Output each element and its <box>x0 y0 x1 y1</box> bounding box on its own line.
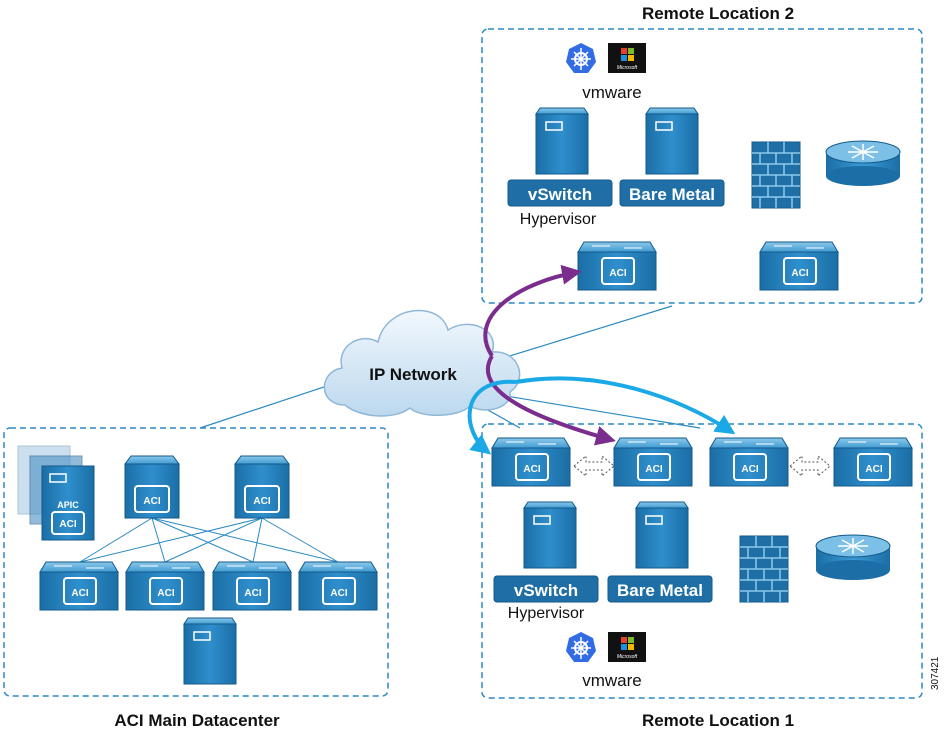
remote-location-1-title: Remote Location 1 <box>642 711 794 730</box>
microsoft-windows-icon: Microsoft <box>608 43 646 73</box>
apic-controller-icon: APIC ACI <box>17 445 95 541</box>
router-icon <box>825 140 901 187</box>
aci-leaf-switch-icon <box>212 561 292 611</box>
aci-spine-switch-icon <box>124 455 180 519</box>
aci-leaf-switch-icon <box>491 437 571 487</box>
server-icon <box>523 501 577 569</box>
vmware-logo: vmware <box>582 671 642 690</box>
cyan-arrow-to-remote-1-b <box>515 376 736 435</box>
aci-leaf-switch-icon <box>613 437 693 487</box>
aci-leaf-switch-icon <box>125 561 205 611</box>
aci-leaf-switch-icon <box>39 561 119 611</box>
aci-leaf-switch-icon <box>298 561 378 611</box>
vswitch-label: vSwitch <box>528 185 592 204</box>
firewall-icon <box>739 535 789 603</box>
kubernetes-icon <box>565 631 597 663</box>
microsoft-badge-label: Microsoft <box>617 65 638 71</box>
aci-leaf-switch-icon <box>709 437 789 487</box>
bare-metal-label: Bare Metal <box>617 581 703 600</box>
microsoft-windows-icon: Microsoft <box>608 632 646 662</box>
leaf-pair-link <box>573 454 831 478</box>
apic-aci-label: ACI <box>59 519 76 530</box>
server-icon <box>183 617 237 685</box>
vmware-logo: vmware <box>582 83 642 102</box>
aci-leaf-switch-icon <box>833 437 913 487</box>
purple-arrow-to-remote-2 <box>483 264 582 358</box>
ip-network-label: IP Network <box>369 365 457 384</box>
kubernetes-icon <box>565 42 597 74</box>
aci-main-datacenter-title: ACI Main Datacenter <box>114 711 280 730</box>
region-aci-main-datacenter <box>3 427 389 697</box>
server-icon <box>645 107 699 175</box>
aci-spine-switch-icon <box>234 455 290 519</box>
region-remote-location-2 <box>481 28 923 304</box>
firewall-icon <box>751 141 801 209</box>
router-icon <box>815 534 891 581</box>
figure-id: 307421 <box>930 656 941 690</box>
aci-leaf-switch-icon <box>577 241 657 291</box>
hypervisor-label: Hypervisor <box>508 605 585 622</box>
aci-leaf-switch-icon <box>759 241 839 291</box>
bare-metal-label: Bare Metal <box>629 185 715 204</box>
vswitch-label: vSwitch <box>514 581 578 600</box>
server-icon <box>535 107 589 175</box>
purple-arrow-to-remote-1 <box>485 354 616 446</box>
cloud-icon <box>323 309 521 417</box>
remote-location-2-title: Remote Location 2 <box>642 4 794 23</box>
spine-leaf-mesh <box>79 517 339 563</box>
cyan-arrow-to-remote-1-a <box>467 379 517 455</box>
microsoft-badge-label: Microsoft <box>617 654 638 660</box>
hypervisor-label: Hypervisor <box>520 211 597 228</box>
apic-label: APIC <box>57 500 79 510</box>
region-remote-location-1 <box>481 423 923 699</box>
server-icon <box>635 501 689 569</box>
